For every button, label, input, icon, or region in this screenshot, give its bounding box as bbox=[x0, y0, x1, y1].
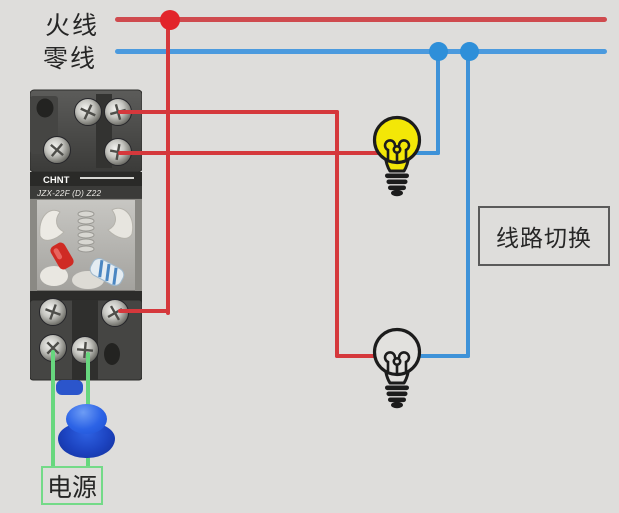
lightbulb-lit-icon bbox=[372, 115, 422, 197]
relay-top-terminal-block bbox=[30, 89, 142, 173]
wire-to-bulb-unlit bbox=[335, 354, 380, 358]
filament bbox=[383, 351, 411, 376]
wire-coil-a1 bbox=[51, 350, 55, 468]
live-wire-label: 火线 bbox=[45, 12, 100, 40]
neutral-wire-label: 零线 bbox=[43, 45, 98, 73]
terminal-slot-hole bbox=[104, 343, 120, 365]
live-bus-line bbox=[115, 17, 607, 22]
junction-dot-neutral-1 bbox=[429, 42, 448, 61]
neutral-bus-line bbox=[115, 49, 607, 54]
push-button-dome bbox=[66, 404, 107, 434]
line-switch-label: 线路切换 bbox=[496, 225, 592, 251]
power-push-button bbox=[58, 404, 115, 458]
relay-brand-label: CHNT bbox=[43, 175, 70, 186]
filament bbox=[383, 139, 411, 164]
relay-coil bbox=[89, 258, 125, 286]
junction-dot-neutral-2 bbox=[460, 42, 479, 61]
relay-red-actuator bbox=[50, 242, 74, 270]
wire-contact1-drop bbox=[335, 110, 339, 358]
relay-bottom-terminal-block bbox=[30, 298, 142, 381]
wire-live-drop bbox=[166, 20, 170, 315]
line-switch-box: 线路切换 bbox=[478, 206, 610, 266]
relay-socket-connector bbox=[56, 380, 83, 395]
relay-mechanism-window bbox=[30, 198, 142, 292]
wire-neutral-drop-2 bbox=[466, 52, 470, 358]
bulb-screw-base bbox=[385, 173, 409, 197]
power-source-label: 电源 bbox=[46, 473, 97, 502]
power-source-box: 电源 bbox=[41, 466, 103, 505]
relay-model-label: JZX-22F (D) Z22 bbox=[36, 189, 102, 198]
wire-to-bulb-lit bbox=[118, 151, 383, 155]
relay-module: CHNT JZX-22F (D) Z22 bbox=[30, 89, 142, 395]
relay-spring bbox=[77, 210, 95, 253]
wire-bulb-lit-to-neutral bbox=[412, 151, 440, 155]
mounting-hole bbox=[36, 98, 54, 118]
wire-live-to-common bbox=[118, 309, 170, 313]
wire-neutral-drop-1 bbox=[436, 52, 440, 155]
lightbulb-off-icon bbox=[372, 327, 422, 409]
wire-bulb-unlit-to-neutral bbox=[415, 354, 470, 358]
wire-contact1-horizontal bbox=[118, 110, 339, 114]
bulb-screw-base bbox=[385, 385, 409, 409]
junction-dot-live bbox=[160, 10, 180, 30]
